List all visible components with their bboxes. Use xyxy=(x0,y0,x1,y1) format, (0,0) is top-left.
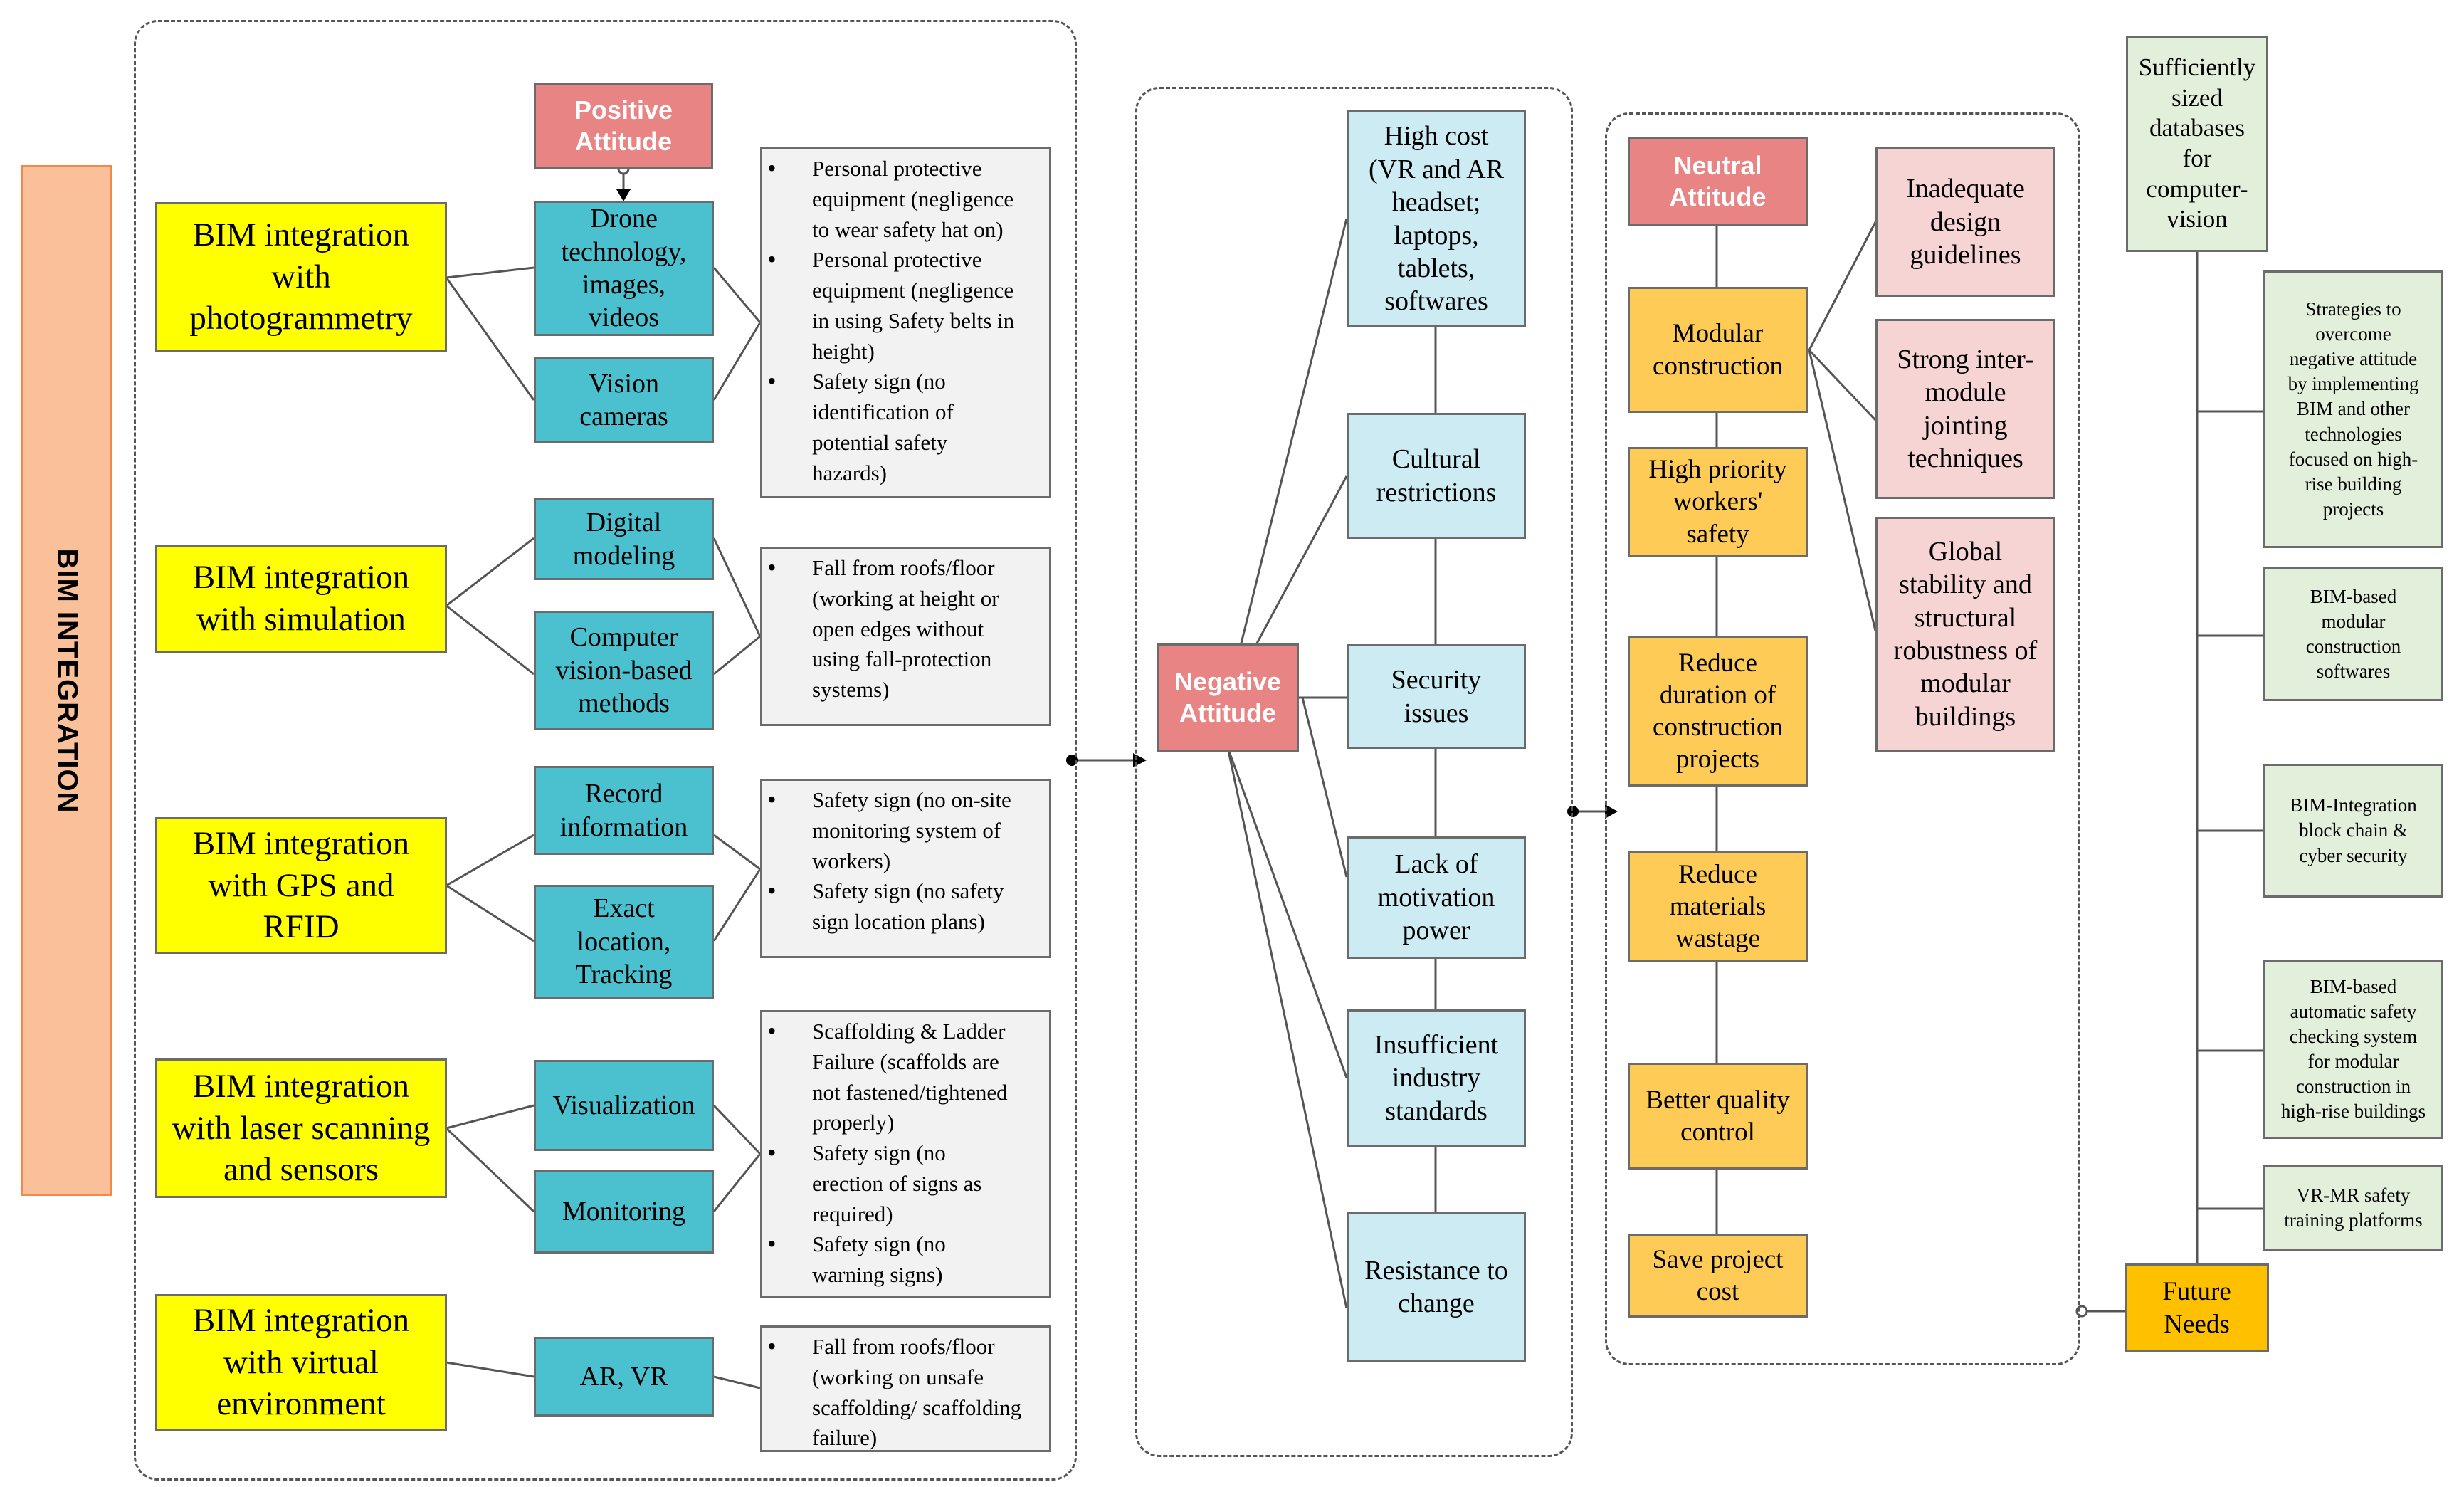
challenge-jointing-techniques: Strong inter- module jointing techniques xyxy=(1875,319,2055,499)
method-monitoring: Monitoring xyxy=(534,1170,714,1254)
middle-group xyxy=(1135,87,1573,1457)
hazard-list-virtual-environment: Fall from roofs/floor (working on unsafe… xyxy=(760,1325,1051,1452)
integration-simulation: BIM integration with simulation xyxy=(155,545,447,653)
need-databases: Sufficiently sized databases for compute… xyxy=(2126,36,2268,252)
need-block-chain: BIM-Integration block chain & cyber secu… xyxy=(2263,764,2443,898)
benefit-modular-construction: Modular construction xyxy=(1628,287,1808,413)
hazard-item: Safety sign (no on-site monitoring syste… xyxy=(767,782,1043,876)
benefit-workers-safety: High priority workers' safety xyxy=(1628,447,1808,557)
hazard-item: Safety sign (no erection of signs as req… xyxy=(767,1135,1043,1229)
integration-gps-rfid: BIM integration with GPS and RFID xyxy=(155,817,447,954)
benefit-reduce-wastage: Reduce materials wastage xyxy=(1628,851,1808,962)
right-group xyxy=(1605,112,2080,1365)
positive-attitude-node: Positive Attitude xyxy=(534,83,713,169)
hazard-item: Fall from roofs/floor (working at height… xyxy=(767,550,1043,705)
need-vr-mr-training: VR-MR safety training platforms xyxy=(2263,1165,2443,1251)
hazard-item: Personal protective equipment (negligenc… xyxy=(767,242,1043,367)
method-digital-modeling: Digital modeling xyxy=(534,498,714,580)
challenge-global-stability: Global stability and structural robustne… xyxy=(1875,517,2055,752)
method-ar-vr: AR, VR xyxy=(534,1337,714,1417)
future-needs-node: Future Needs xyxy=(2125,1263,2269,1352)
hazard-list-laser-scanning: Scaffolding & Ladder Failure (scaffolds … xyxy=(760,1010,1051,1298)
method-visualization: Visualization xyxy=(534,1060,714,1151)
integration-photogrammetry: BIM integration with photogrammetry xyxy=(155,202,447,352)
hazard-item: Safety sign (no safety sign location pla… xyxy=(767,873,1043,937)
hazard-item: Safety sign (no warning signs) xyxy=(767,1226,1043,1291)
integration-laser-scanning: BIM integration with laser scanning and … xyxy=(155,1058,447,1198)
method-drone: Drone technology, images, videos xyxy=(534,201,714,336)
left-group xyxy=(134,20,1077,1481)
need-modular-softwares: BIM-based modular construction softwares xyxy=(2263,567,2443,701)
benefit-save-cost: Save project cost xyxy=(1628,1234,1808,1318)
hazard-list-simulation: Fall from roofs/floor (working at height… xyxy=(760,547,1051,726)
barrier-cultural-restrictions: Cultural restrictions xyxy=(1347,413,1526,539)
method-record-information: Record information xyxy=(534,766,714,855)
barrier-high-cost: High cost (VR and AR headset; laptops, t… xyxy=(1347,110,1526,327)
benefit-quality-control: Better quality control xyxy=(1628,1063,1808,1170)
sidebar-label: BIM INTEGRATION xyxy=(51,547,83,814)
integration-virtual-environment: BIM integration with virtual environment xyxy=(155,1294,447,1431)
hazard-item: Fall from roofs/floor (working on unsafe… xyxy=(767,1329,1043,1454)
benefit-reduce-duration: Reduce duration of construction projects xyxy=(1628,636,1808,787)
barrier-insufficient-standards: Insufficient industry standards xyxy=(1347,1009,1526,1147)
hazard-item: Safety sign (no identification of potent… xyxy=(767,364,1043,488)
barrier-lack-of-motivation: Lack of motivation power xyxy=(1347,836,1526,959)
hazard-list-gps-rfid: Safety sign (no on-site monitoring syste… xyxy=(760,779,1051,958)
barrier-resistance-to-change: Resistance to change xyxy=(1347,1212,1526,1362)
need-safety-checking: BIM-based automatic safety checking syst… xyxy=(2263,960,2443,1139)
bim-integration-sidebar: BIM INTEGRATION xyxy=(21,165,112,1196)
hazard-item: Personal protective equipment (negligenc… xyxy=(767,151,1043,245)
method-vision-cameras: Vision cameras xyxy=(534,357,714,443)
hazard-item: Scaffolding & Ladder Failure (scaffolds … xyxy=(767,1014,1043,1138)
method-computer-vision: Computer vision-based methods xyxy=(534,611,714,730)
negative-attitude-node: Negative Attitude xyxy=(1157,643,1299,752)
method-exact-location: Exact location, Tracking xyxy=(534,885,714,999)
hazard-list-photogrammetry: Personal protective equipment (negligenc… xyxy=(760,147,1051,498)
barrier-security-issues: Security issues xyxy=(1347,644,1526,749)
neutral-attitude-node: Neutral Attitude xyxy=(1628,137,1808,226)
challenge-design-guidelines: Inadequate design guidelines xyxy=(1875,147,2055,297)
need-strategies: Strategies to overcome negative attitude… xyxy=(2263,270,2443,548)
